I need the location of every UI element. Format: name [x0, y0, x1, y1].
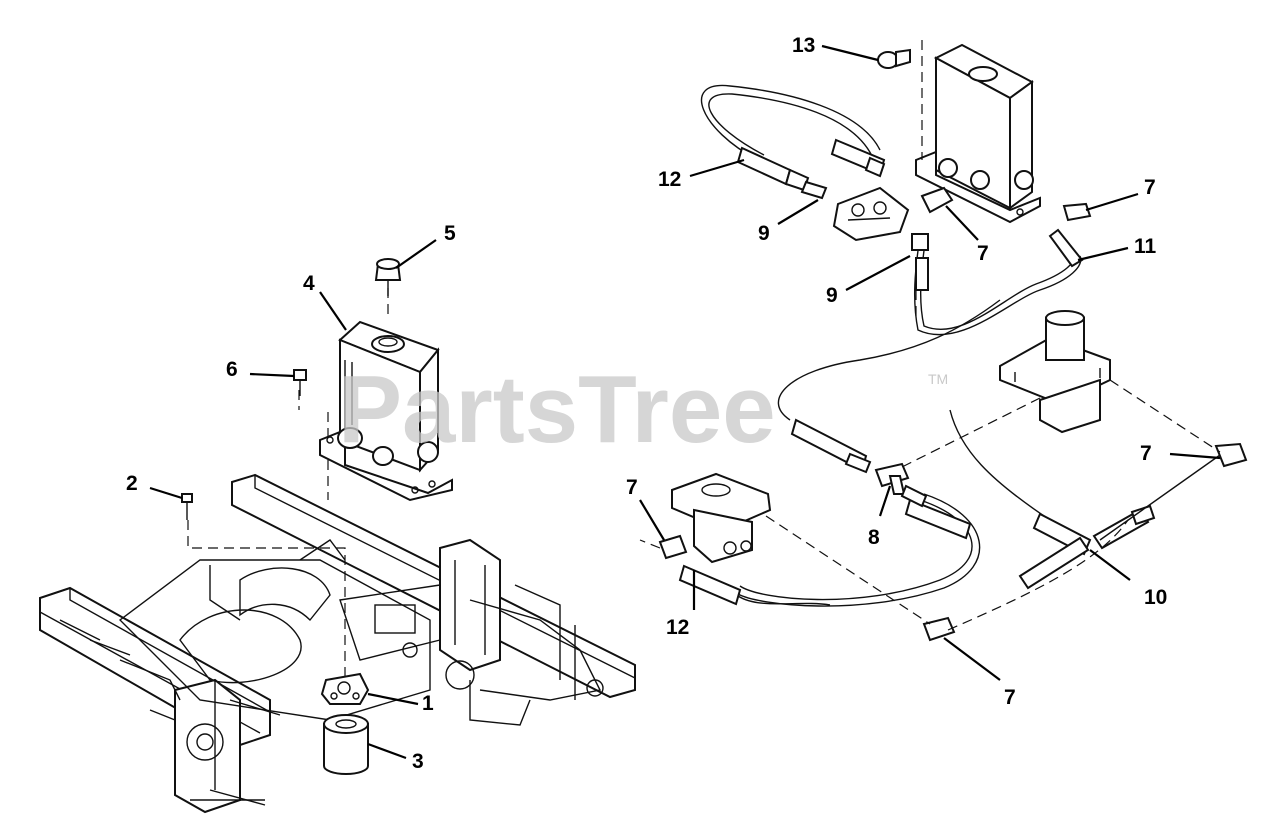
fittings	[658, 186, 1248, 642]
upper-reservoir	[915, 40, 1041, 224]
callout-7-upper-mid: 7	[977, 242, 989, 265]
callout-8: 8	[868, 526, 880, 549]
callout-11: 11	[1134, 235, 1157, 258]
screw-2	[181, 493, 193, 520]
hydro-pump-right	[999, 310, 1111, 434]
callout-9-upper: 9	[758, 222, 770, 245]
callout-2: 2	[126, 472, 138, 495]
charge-pump-upper	[832, 186, 910, 242]
callout-7-right: 7	[1140, 442, 1152, 465]
callout-13: 13	[792, 34, 815, 57]
callout-7-upper-right: 7	[1144, 176, 1156, 199]
cap-13	[877, 48, 911, 69]
routing-guide-lines	[639, 290, 1221, 631]
callout-3: 3	[412, 750, 424, 773]
callout-12-lower: 12	[666, 616, 689, 639]
callout-4: 4	[303, 272, 315, 295]
callout-5: 5	[444, 222, 456, 245]
callout-1: 1	[422, 692, 434, 715]
frame-assembly	[39, 473, 636, 814]
filter-head	[320, 672, 370, 705]
callout-7-left: 7	[626, 476, 638, 499]
watermark-trademark: TM	[928, 371, 948, 387]
callout-10: 10	[1144, 586, 1167, 609]
hydro-pump-left	[671, 472, 772, 564]
oil-filter	[323, 714, 369, 775]
callout-labels: 13 12 9 7 7 11 9 5 4 6 2 7 7 8 10 12 7	[126, 34, 1221, 773]
reservoir-tank	[319, 320, 453, 502]
callout-7-lower: 7	[1004, 686, 1016, 709]
watermark-text: PartsTree	[338, 356, 776, 463]
reservoir-cap	[374, 258, 402, 296]
callout-9-lower: 9	[826, 284, 838, 307]
screw-6	[293, 369, 307, 396]
callout-12-upper: 12	[658, 168, 681, 191]
callout-6: 6	[226, 358, 238, 381]
